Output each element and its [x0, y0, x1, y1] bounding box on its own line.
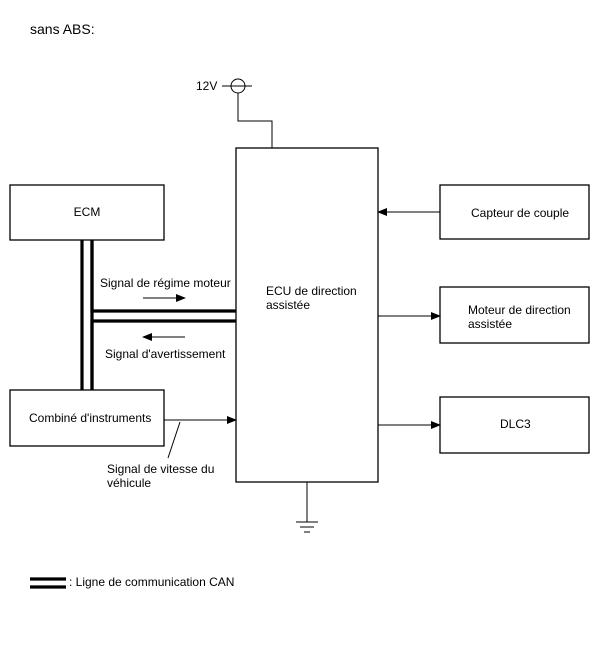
signal-avertissement-label: Signal d'avertissement: [105, 347, 226, 361]
power-supply-12v: 12V: [196, 78, 273, 148]
capteur-couple-block: [439, 184, 590, 240]
ecm-label: ECM: [74, 205, 101, 219]
combine-instruments-label: Combiné d'instruments: [29, 411, 151, 425]
ecu-label-line1: ECU de direction: [266, 284, 357, 298]
legend: : Ligne de communication CAN: [30, 575, 234, 589]
power-wire: [237, 93, 273, 148]
signal-regime-label: Signal de régime moteur: [100, 276, 231, 290]
ecu-direction-block: [235, 147, 379, 483]
legend-can-label: : Ligne de communication CAN: [69, 575, 234, 589]
dlc3-block: [439, 396, 590, 454]
moteur-direction-label-line1: Moteur de direction: [468, 303, 571, 317]
moteur-direction-label-line2: assistée: [468, 317, 512, 331]
diagram-heading: sans ABS:: [30, 21, 95, 37]
ground-symbol-icon: [296, 482, 318, 533]
dlc3-label: DLC3: [500, 417, 531, 431]
ecm-block: [9, 184, 165, 241]
signal-vitesse-label-line2: véhicule: [107, 476, 151, 490]
can-bus-lines: [80, 240, 236, 390]
power-label: 12V: [196, 79, 217, 93]
vitesse-leader-line: [167, 421, 181, 459]
can-upper-branch: [90, 240, 236, 313]
capteur-couple-label: Capteur de couple: [471, 206, 569, 220]
combine-instruments-block: [9, 389, 165, 447]
signal-vitesse-label-line1: Signal de vitesse du: [107, 462, 214, 476]
moteur-direction-block: [439, 286, 590, 344]
can-lower-branch: [90, 319, 236, 390]
ecu-label-line2: assistée: [266, 298, 310, 312]
